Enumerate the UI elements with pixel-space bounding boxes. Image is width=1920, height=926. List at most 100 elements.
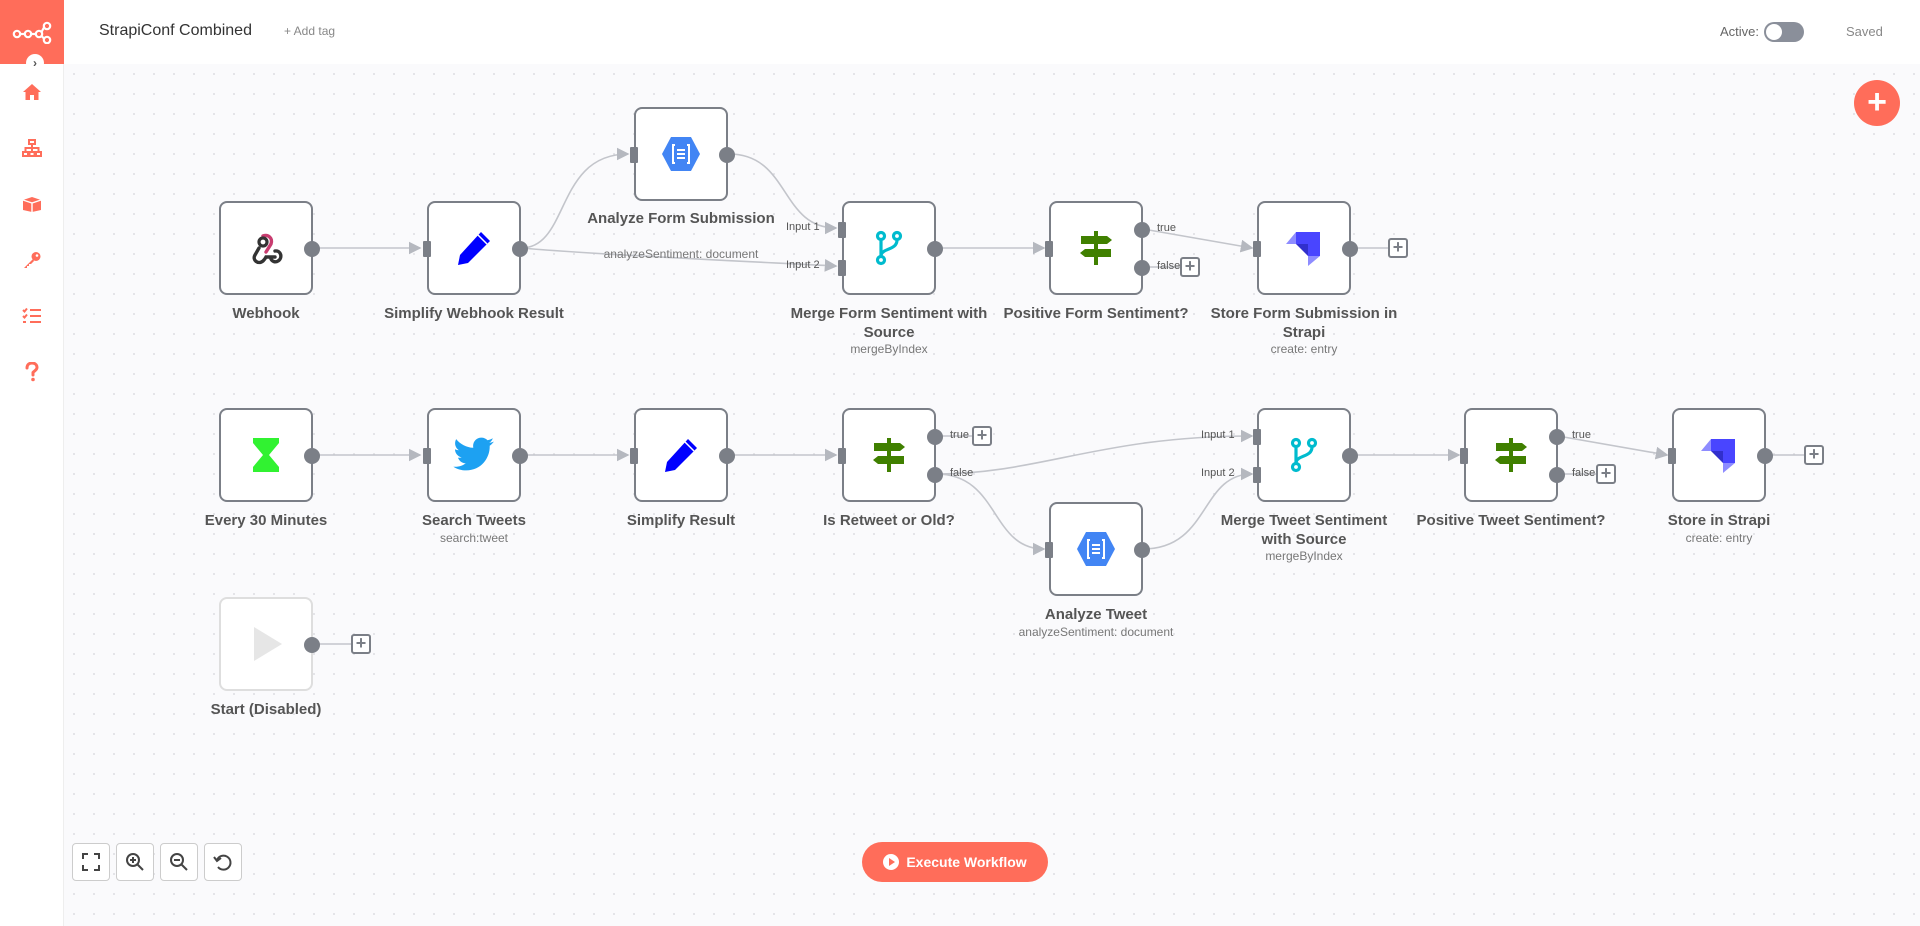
pencil-icon — [665, 439, 697, 472]
if-signpost-icon — [1495, 438, 1527, 472]
output-port[interactable] — [512, 241, 528, 257]
key-icon — [24, 252, 41, 268]
node-analyze-tweet[interactable] — [1045, 502, 1150, 596]
active-label: Active: — [1720, 24, 1760, 39]
list-check-icon — [22, 307, 41, 323]
workflow-canvas[interactable] — [64, 64, 1920, 926]
add-tag-button[interactable]: + Add tag — [284, 24, 336, 38]
workflow-title[interactable]: StrapiConf Combined — [99, 22, 252, 39]
output-port[interactable] — [1342, 241, 1358, 257]
output-port[interactable] — [1342, 448, 1358, 464]
node-analyze-form-submission[interactable] — [630, 107, 735, 201]
node-positive-tweet-sentiment[interactable]: true false — [1460, 408, 1595, 502]
input-port[interactable] — [630, 448, 638, 464]
zoom-in-button[interactable] — [116, 843, 154, 881]
input-port-1[interactable] — [1253, 429, 1261, 445]
pencil-icon — [458, 232, 490, 265]
add-node-true-button[interactable]: + — [972, 426, 992, 446]
node-store-form-strapi[interactable] — [1253, 201, 1358, 295]
hourglass-icon — [253, 438, 279, 472]
zoom-out-button[interactable] — [160, 843, 198, 881]
output-port[interactable] — [304, 448, 320, 464]
reset-zoom-button[interactable] — [204, 843, 242, 881]
true-output-port[interactable] — [1549, 429, 1565, 445]
false-output-port[interactable] — [1134, 260, 1150, 276]
node-is-retweet-or-old[interactable]: true false — [838, 408, 973, 502]
node-subtitle: create: entry — [1685, 531, 1753, 545]
input-1-label: Input 1 — [786, 221, 820, 233]
sidebar-item-home[interactable] — [20, 80, 44, 104]
node-every-30-minutes[interactable] — [219, 408, 320, 502]
add-node-fab[interactable]: + — [1854, 80, 1900, 126]
box-icon — [22, 197, 42, 212]
node-merge-form-sentiment[interactable] — [838, 201, 943, 295]
n8n-logo[interactable] — [0, 0, 64, 64]
sidebar-collapse-button[interactable]: › — [26, 54, 44, 72]
node-start-disabled[interactable] — [219, 597, 320, 691]
add-node-button[interactable]: + — [1804, 445, 1824, 465]
input-port[interactable] — [1460, 448, 1468, 464]
active-toggle[interactable] — [1764, 22, 1804, 42]
sidebar-item-help[interactable] — [20, 360, 44, 384]
node-label: Is Retweet or Old? — [823, 512, 955, 529]
fit-view-button[interactable] — [72, 843, 110, 881]
network-icon — [22, 139, 42, 157]
output-port[interactable] — [719, 147, 735, 163]
add-node-button[interactable]: + — [1388, 238, 1408, 258]
logo-icon — [12, 21, 52, 44]
input-port-2[interactable] — [1253, 467, 1261, 483]
sidebar-item-workflows[interactable] — [20, 136, 44, 160]
node-merge-tweet-sentiment[interactable] — [1253, 408, 1358, 502]
input-port[interactable] — [423, 241, 431, 257]
sidebar-item-credentials[interactable] — [20, 248, 44, 272]
node-simplify-result[interactable] — [630, 408, 735, 502]
input-port[interactable] — [630, 147, 638, 163]
false-label: false — [1157, 260, 1181, 272]
twitter-icon — [453, 437, 494, 471]
node-label: Search Tweets — [422, 512, 526, 529]
input-port[interactable] — [1668, 448, 1676, 464]
output-port[interactable] — [1134, 542, 1150, 558]
node-webhook[interactable] — [219, 201, 320, 295]
true-output-port[interactable] — [927, 429, 943, 445]
input-port[interactable] — [1045, 542, 1053, 558]
output-port[interactable] — [512, 448, 528, 464]
output-port[interactable] — [304, 241, 320, 257]
output-port[interactable] — [304, 637, 320, 653]
node-label: Store in Strapi — [1667, 512, 1771, 529]
play-icon — [254, 627, 282, 661]
node-positive-form-sentiment[interactable]: true false — [1045, 201, 1180, 295]
add-node-false-button[interactable]: + — [1596, 464, 1616, 484]
input-port-1[interactable] — [838, 222, 846, 238]
node-store-in-strapi[interactable] — [1668, 408, 1773, 502]
output-port[interactable] — [927, 241, 943, 257]
sidebar-item-executions[interactable] — [20, 304, 44, 328]
node-search-tweets[interactable] — [423, 408, 528, 502]
node-subtitle: analyzeSentiment: document — [603, 247, 759, 261]
output-port[interactable] — [719, 448, 735, 464]
node-label: Merge Form Sentiment with Source — [790, 305, 988, 341]
false-output-port[interactable] — [1549, 467, 1565, 483]
node-subtitle: mergeByIndex — [850, 342, 928, 356]
input-port[interactable] — [1045, 241, 1053, 257]
false-output-port[interactable] — [927, 467, 943, 483]
node-subtitle: create: entry — [1270, 342, 1338, 356]
input-2-label: Input 2 — [786, 259, 820, 271]
input-port[interactable] — [423, 448, 431, 464]
false-label: false — [950, 467, 974, 479]
node-label: Webhook — [232, 305, 300, 322]
input-port-2[interactable] — [838, 260, 846, 276]
execute-workflow-button[interactable]: Execute Workflow — [862, 842, 1048, 882]
true-output-port[interactable] — [1134, 222, 1150, 238]
node-simplify-webhook-result[interactable] — [423, 201, 528, 295]
output-port[interactable] — [1757, 448, 1773, 464]
input-port[interactable] — [1253, 241, 1261, 257]
header: StrapiConf Combined + Add tag Active: Sa… — [64, 0, 1920, 64]
node-subtitle: search:tweet — [439, 531, 509, 545]
add-node-button[interactable]: + — [351, 634, 371, 654]
zoom-out-icon — [170, 853, 188, 871]
input-port[interactable] — [838, 448, 846, 464]
node-subtitle: analyzeSentiment: document — [1018, 625, 1174, 639]
sidebar-item-templates[interactable] — [20, 192, 44, 216]
add-node-false-button[interactable]: + — [1180, 257, 1200, 277]
